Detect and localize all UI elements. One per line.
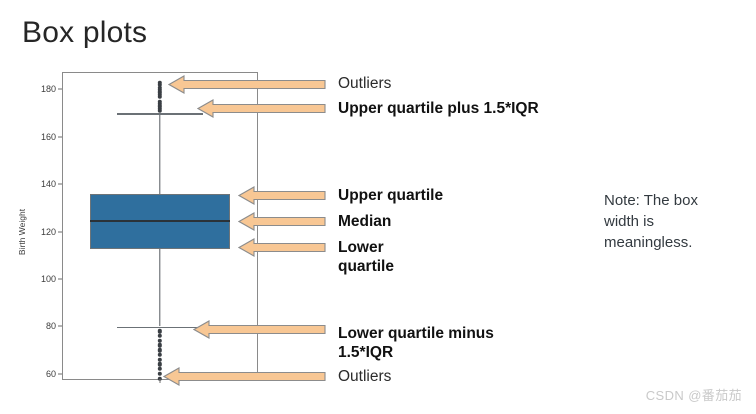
outlier-point bbox=[157, 92, 163, 97]
callout-arrow-lower-fence bbox=[193, 320, 326, 339]
median-line bbox=[90, 220, 230, 222]
outlier-point bbox=[157, 103, 163, 109]
y-tick-mark bbox=[58, 325, 62, 327]
y-tick-mark bbox=[58, 136, 62, 138]
y-tick-label: 160 bbox=[40, 131, 56, 142]
outlier-point bbox=[157, 352, 163, 358]
outlier-point bbox=[157, 82, 163, 88]
outlier-point bbox=[157, 347, 163, 353]
y-tick-mark bbox=[58, 278, 62, 280]
y-tick-label: 60 bbox=[45, 368, 56, 379]
annotation-median: Median bbox=[338, 213, 392, 230]
outlier-point bbox=[157, 85, 163, 90]
annotation-outliers-top: Outliers bbox=[338, 75, 392, 92]
annotation-upper-quartile: Upper quartile bbox=[338, 187, 444, 204]
y-axis-tick-labels: 180 160 140 120 100 80 60 bbox=[28, 62, 62, 402]
y-tick-mark bbox=[58, 373, 62, 375]
outlier-point bbox=[157, 376, 163, 381]
y-tick-label: 80 bbox=[45, 321, 56, 332]
y-tick-label: 180 bbox=[40, 84, 56, 95]
outlier-point bbox=[157, 94, 163, 100]
callout-arrow-outliers-top bbox=[168, 75, 326, 94]
y-tick-mark bbox=[58, 88, 62, 90]
outlier-point bbox=[157, 362, 163, 367]
page-title: Box plots bbox=[22, 16, 148, 49]
y-tick-label: 120 bbox=[40, 226, 56, 237]
annotation-upper-fence: Upper quartile plus 1.5*IQR bbox=[338, 100, 539, 117]
upper-whisker-cap bbox=[117, 113, 203, 115]
outlier-point bbox=[157, 89, 163, 95]
outlier-point bbox=[157, 366, 163, 372]
callout-arrow-median bbox=[238, 212, 326, 231]
y-tick-mark bbox=[58, 183, 62, 185]
y-tick-mark bbox=[58, 231, 62, 232]
outlier-point bbox=[157, 357, 163, 362]
watermark: CSDN @番茄茄 bbox=[645, 388, 742, 403]
y-tick-label: 140 bbox=[40, 179, 56, 190]
x-tick-mark bbox=[159, 379, 161, 383]
callout-arrow-upper-fence bbox=[197, 99, 326, 118]
outlier-point bbox=[157, 333, 163, 339]
side-note: Note: The box width is meaningless. bbox=[604, 192, 698, 251]
outlier-point bbox=[157, 101, 163, 106]
boxplot-figure: Birth Weight 180 160 140 120 100 80 60 bbox=[17, 62, 258, 402]
y-tick-label: 100 bbox=[40, 273, 56, 284]
annotation-lower-quartile: Lower quartile bbox=[338, 239, 394, 275]
outlier-point bbox=[157, 87, 163, 93]
y-axis-title: Birth Weight bbox=[17, 208, 27, 256]
annotation-lower-fence: Lower quartile minus 1.5*IQR bbox=[338, 325, 494, 361]
outlier-point bbox=[157, 343, 163, 348]
callout-arrow-outliers-bottom bbox=[163, 367, 326, 386]
outlier-point bbox=[157, 338, 163, 343]
callout-arrow-lower-quartile bbox=[238, 238, 326, 257]
outlier-point bbox=[157, 106, 163, 111]
lower-whisker-cap bbox=[117, 326, 203, 328]
outlier-point bbox=[157, 99, 163, 104]
annotation-outliers-bottom: Outliers bbox=[338, 368, 392, 385]
outlier-point bbox=[157, 328, 163, 334]
outlier-point bbox=[157, 108, 163, 114]
outlier-point bbox=[157, 371, 163, 377]
outlier-point bbox=[157, 80, 163, 85]
callout-arrow-upper-quartile bbox=[238, 186, 326, 205]
plot-area bbox=[62, 72, 258, 383]
